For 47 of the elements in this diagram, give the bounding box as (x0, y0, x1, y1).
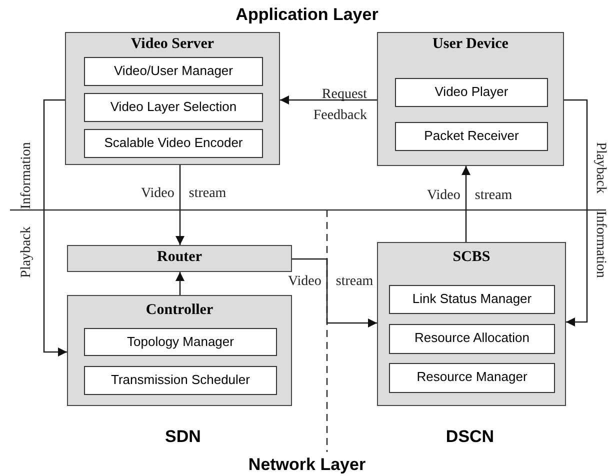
edge-label: Request Feedback (312, 86, 367, 125)
layer-label: Application Layer (236, 5, 378, 25)
module-box (84, 129, 263, 158)
box-title: User Device (432, 36, 510, 53)
arrow (292, 258, 377, 328)
module-box (84, 57, 263, 86)
arrow (462, 166, 470, 242)
module-label: Resource Manager (416, 369, 528, 384)
edge-label: Playback Information (592, 142, 608, 278)
module-box (84, 366, 277, 395)
module-box (389, 285, 555, 314)
layer-label: Network Layer (248, 455, 366, 475)
arrow (176, 165, 184, 245)
layer-label: SDN (165, 427, 201, 447)
edge-label: Video stream (427, 188, 512, 204)
component-box (377, 32, 564, 166)
module-box (389, 363, 555, 393)
edge-label: Video stream (288, 274, 374, 290)
module-label: Video/User Manager (113, 63, 234, 78)
component-box (65, 32, 280, 165)
module-label: Transmission Scheduler (110, 372, 251, 387)
module-label: Scalable Video Encoder (103, 135, 244, 150)
edge-label: Video stream (141, 186, 226, 202)
edge-label: Playback Information (19, 142, 35, 278)
module-box (395, 122, 548, 151)
box-title: Router (156, 249, 203, 266)
module-box (84, 328, 277, 356)
box-title: Controller (144, 302, 214, 319)
layer-label: DSCN (446, 427, 494, 447)
module-label: Video Player (434, 84, 510, 99)
arrow (280, 96, 377, 104)
box-title: SCBS (452, 249, 492, 266)
module-label: Resource Allocation (414, 330, 530, 345)
module-box (395, 78, 548, 107)
component-box (377, 242, 566, 406)
module-label: Packet Receiver (423, 128, 520, 143)
module-box (84, 93, 263, 122)
module-label: Link Status Manager (411, 291, 533, 306)
arrow (43, 99, 67, 356)
module-label: Video Layer Selection (109, 99, 238, 114)
box-title: Video Server (130, 36, 216, 53)
arrow (564, 99, 588, 326)
component-box (67, 245, 292, 272)
component-box (67, 295, 292, 406)
arrow (176, 272, 184, 295)
module-label: Topology Manager (126, 334, 235, 349)
module-box (389, 324, 555, 354)
